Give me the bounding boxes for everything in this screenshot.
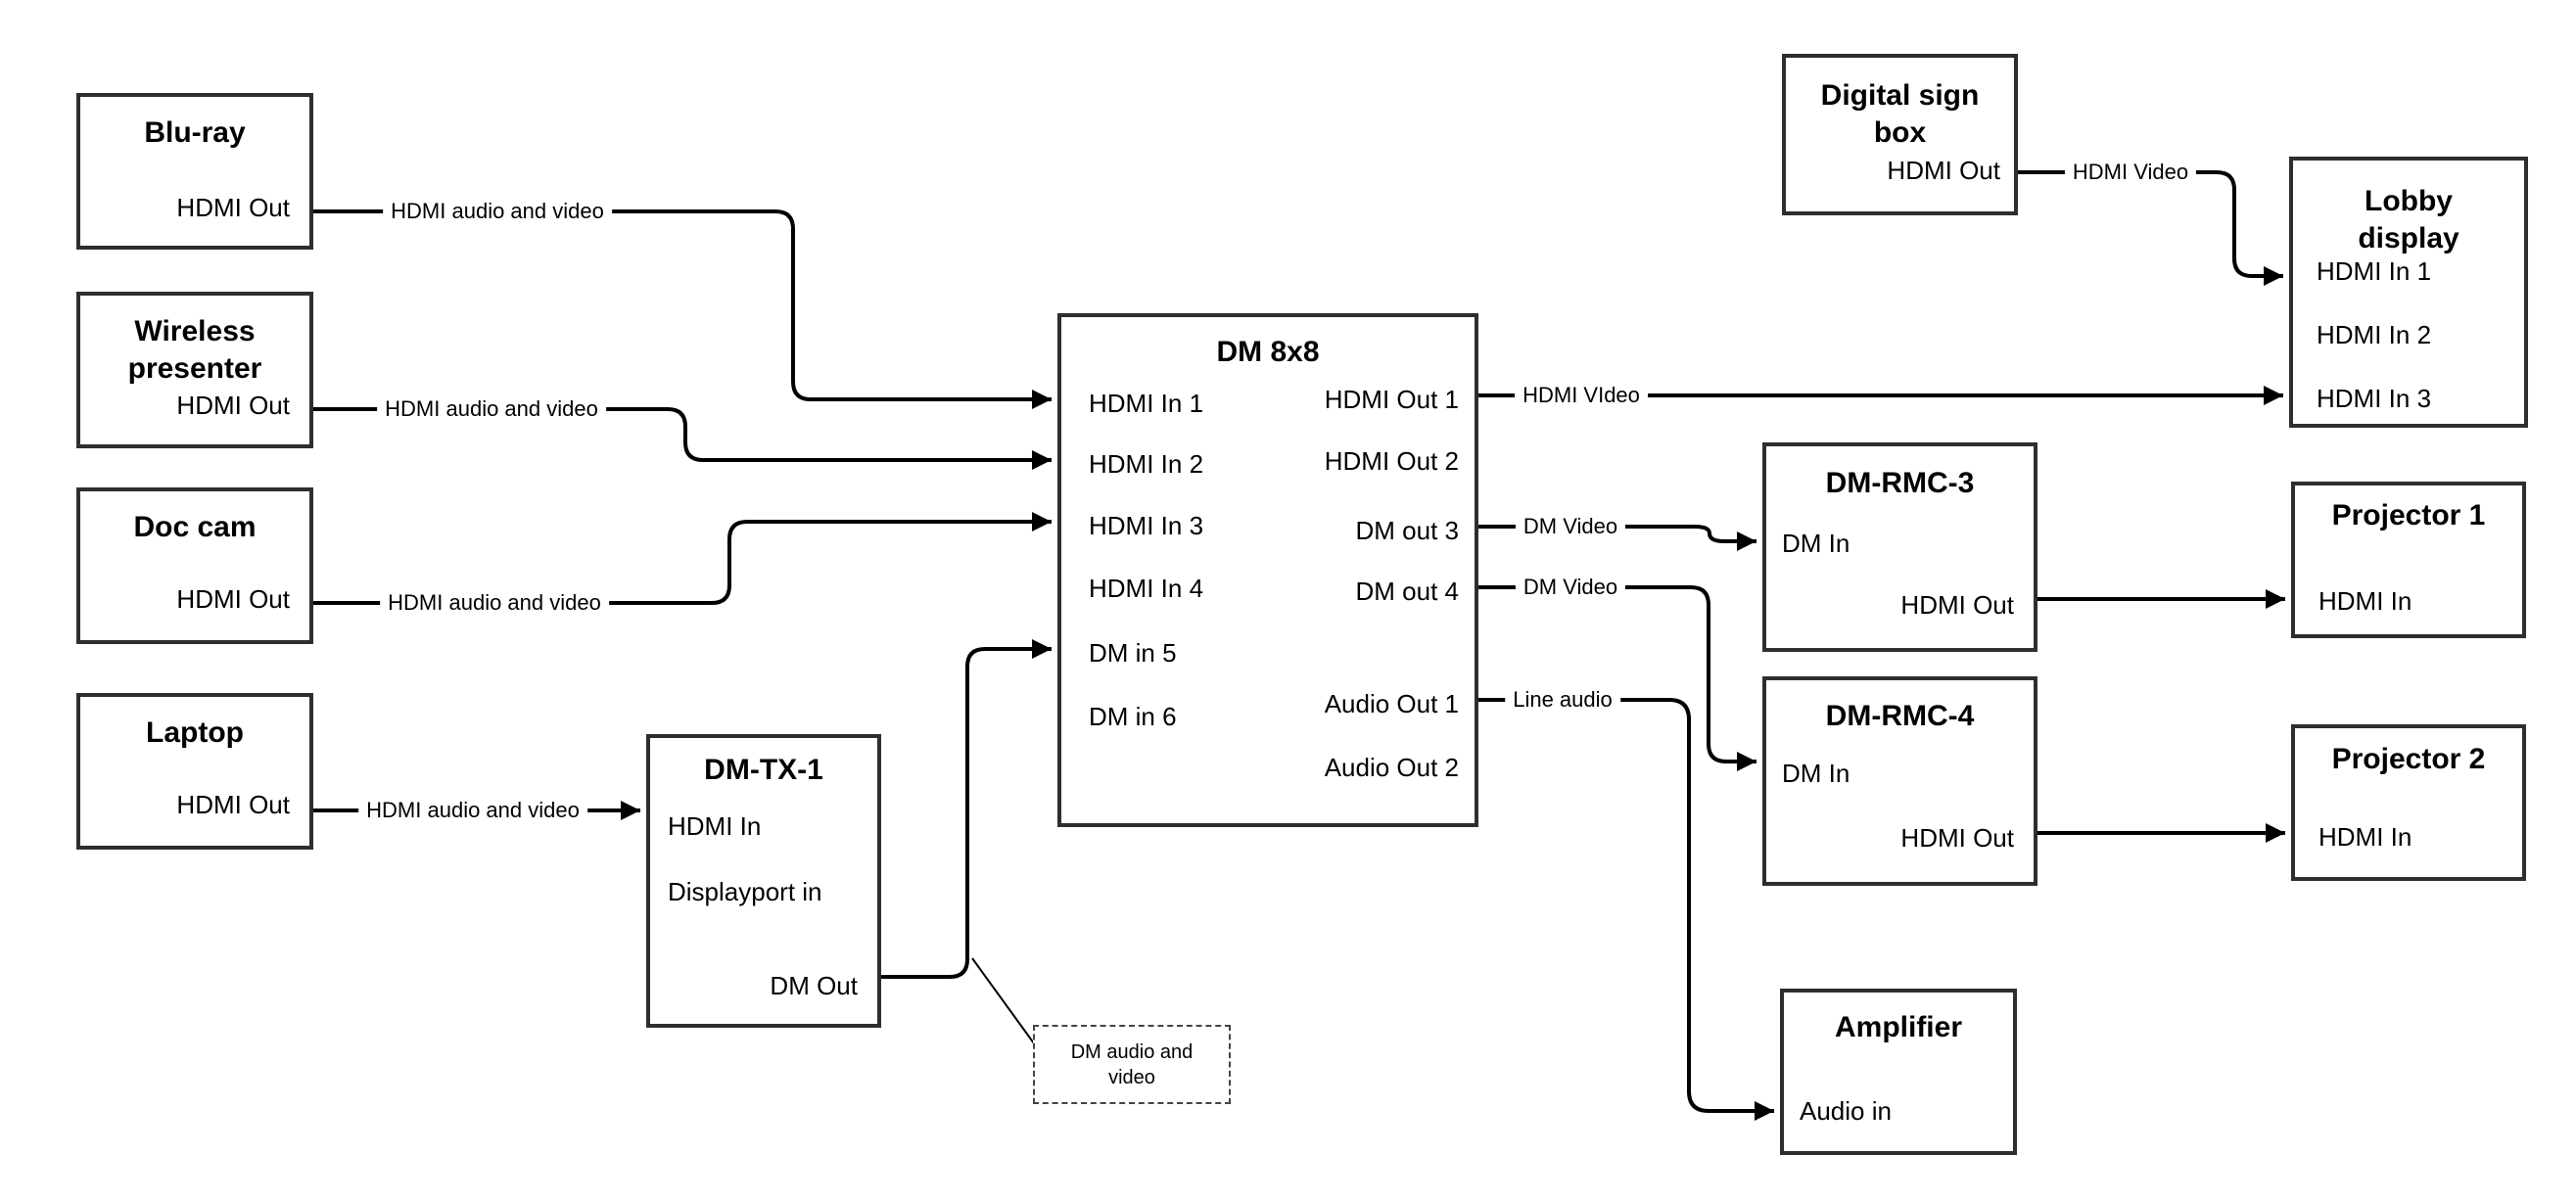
port-dm8x8-audio-out-2: Audio Out 2 [1324,753,1459,782]
node-dm8x8-title: DM 8x8 [1061,334,1475,371]
node-projector1-title: Projector 1 [2295,497,2522,534]
port-digitalsign-hdmi-out: HDMI Out [1887,156,2000,185]
wire-label-bluray: HDMI audio and video [383,199,612,224]
port-dm8x8-hdmi-out-1: HDMI Out 1 [1324,385,1459,414]
node-amplifier-title-line: Amplifier [1834,1011,1963,1043]
node-projector-2: Projector 2 HDMI In [2291,724,2526,881]
port-lobby-hdmi-in-3: HDMI In 3 [2317,384,2432,413]
port-wireless-hdmi-out: HDMI Out [176,391,290,420]
node-laptop-title: Laptop [80,715,309,752]
port-dm8x8-audio-out-1: Audio Out 1 [1324,689,1459,718]
node-projector-1: Projector 1 HDMI In [2291,482,2526,638]
node-dm-rmc-4: DM-RMC-4 DM In HDMI Out [1762,676,2037,886]
node-dmtx1-title: DM-TX-1 [650,752,877,789]
node-dmrmc4-title-line: DM-RMC-4 [1825,700,1975,732]
node-dm-rmc-3: DM-RMC-3 DM In HDMI Out [1762,442,2037,652]
port-dmtx1-displayport-in: Displayport in [668,877,822,906]
node-digital-sign-box: Digital sign box HDMI Out [1782,54,2018,215]
port-dm8x8-dm-in-5: DM in 5 [1089,638,1177,668]
node-dm-8x8: DM 8x8 HDMI In 1 HDMI In 2 HDMI In 3 HDM… [1057,313,1478,827]
wire-dmout3-to-rmc3 [1478,525,1756,551]
note-dm-audio-and-video: DM audio and video [1033,1025,1231,1104]
port-dm8x8-hdmi-in-3: HDMI In 3 [1089,511,1204,540]
wire-dmout4-to-rmc4 [1478,585,1756,771]
wire-label-doccam: HDMI audio and video [380,590,609,616]
port-dmtx1-hdmi-in: HDMI In [668,811,762,841]
note-line1: DM audio and [1070,1041,1194,1063]
node-bluray: Blu-ray HDMI Out [76,93,313,250]
node-bluray-title: Blu-ray [80,115,309,152]
node-dmrmc3-title: DM-RMC-3 [1766,465,2034,502]
port-projector1-hdmi-in: HDMI In [2318,586,2412,616]
node-lobby-display: Lobby display HDMI In 1 HDMI In 2 HDMI I… [2289,157,2528,428]
node-projector2-title-line: Projector 2 [2331,743,2486,775]
port-dm8x8-dm-out-4: DM out 4 [1355,577,1460,606]
port-amplifier-audio-in: Audio in [1800,1096,1892,1126]
port-dm8x8-hdmi-out-2: HDMI Out 2 [1324,446,1459,476]
node-doccam-title-line: Doc cam [133,511,257,543]
node-projector1-title-line: Projector 1 [2331,499,2486,531]
port-lobby-hdmi-in-2: HDMI In 2 [2317,320,2432,349]
node-wireless-presenter: Wireless presenter HDMI Out [76,292,313,448]
port-doccam-hdmi-out: HDMI Out [176,584,290,614]
note-leader-line [971,957,1035,1044]
port-lobby-hdmi-in-1: HDMI In 1 [2317,256,2432,286]
port-bluray-hdmi-out: HDMI Out [176,193,290,222]
wire-label-dm-video-out4: DM Video [1515,575,1626,600]
wire-bluray-to-dm8x8-in1 [313,209,1052,409]
node-wireless-title-line1: Wireless [134,315,256,347]
node-dm-tx-1: DM-TX-1 HDMI In Displayport in DM Out [646,734,881,1028]
node-lobby-title-line2: display [2358,222,2459,254]
node-doc-cam: Doc cam HDMI Out [76,487,313,644]
port-dmrmc4-hdmi-out: HDMI Out [1900,823,2014,853]
port-dmrmc3-hdmi-out: HDMI Out [1900,590,2014,620]
node-digitalsign-title-line2: box [1873,116,1927,149]
wire-doccam-to-dm8x8-in3 [313,512,1052,605]
port-dmrmc4-dm-in: DM In [1782,759,1850,788]
node-amplifier-title: Amplifier [1784,1009,2013,1046]
node-projector2-title: Projector 2 [2295,741,2522,778]
port-dm8x8-dm-in-6: DM in 6 [1089,702,1177,731]
node-lobby-title: Lobby display [2293,183,2524,257]
node-bluray-title-line: Blu-ray [144,116,246,149]
node-dmrmc3-title-line: DM-RMC-3 [1825,467,1975,499]
port-dm8x8-hdmi-in-4: HDMI In 4 [1089,574,1204,603]
node-wireless-title-line2: presenter [127,352,262,385]
wire-label-wireless: HDMI audio and video [377,396,606,422]
port-dm8x8-dm-out-3: DM out 3 [1355,516,1460,545]
wire-dmtx1-to-dm8x8-in5 [881,639,1052,979]
wire-label-dm-video-out3: DM Video [1515,514,1626,539]
wire-label-line-audio: Line audio [1505,687,1620,713]
port-projector2-hdmi-in: HDMI In [2318,822,2412,852]
node-digitalsign-title-line1: Digital sign [1820,79,1980,112]
node-lobby-title-line1: Lobby [2365,185,2453,217]
node-wireless-title: Wireless presenter [80,313,309,388]
wire-audioout1-to-amplifier [1478,698,1774,1121]
wire-label-hdmi-video-out1: HDMI VIdeo [1515,383,1648,408]
port-dm8x8-hdmi-in-2: HDMI In 2 [1089,449,1204,479]
port-dm8x8-hdmi-in-1: HDMI In 1 [1089,389,1204,418]
node-dmrmc4-title: DM-RMC-4 [1766,698,2034,735]
port-dmtx1-dm-out: DM Out [770,971,858,1000]
port-dmrmc3-dm-in: DM In [1782,529,1850,558]
node-digitalsign-title: Digital sign box [1786,77,2014,152]
note-line2: video [1108,1067,1155,1088]
wire-wireless-to-dm8x8-in2 [313,407,1052,470]
node-dm8x8-title-line: DM 8x8 [1216,336,1320,368]
node-laptop: Laptop HDMI Out [76,693,313,850]
wire-sign-to-lobby-in1 [2018,170,2283,286]
node-amplifier: Amplifier Audio in [1780,989,2017,1155]
node-doccam-title: Doc cam [80,509,309,546]
wire-label-hdmi-video-sign: HDMI Video [2064,160,2197,185]
port-laptop-hdmi-out: HDMI Out [176,790,290,819]
wire-label-laptop: HDMI audio and video [358,798,587,823]
node-laptop-title-line: Laptop [146,716,244,749]
node-dmtx1-title-line: DM-TX-1 [704,754,823,786]
